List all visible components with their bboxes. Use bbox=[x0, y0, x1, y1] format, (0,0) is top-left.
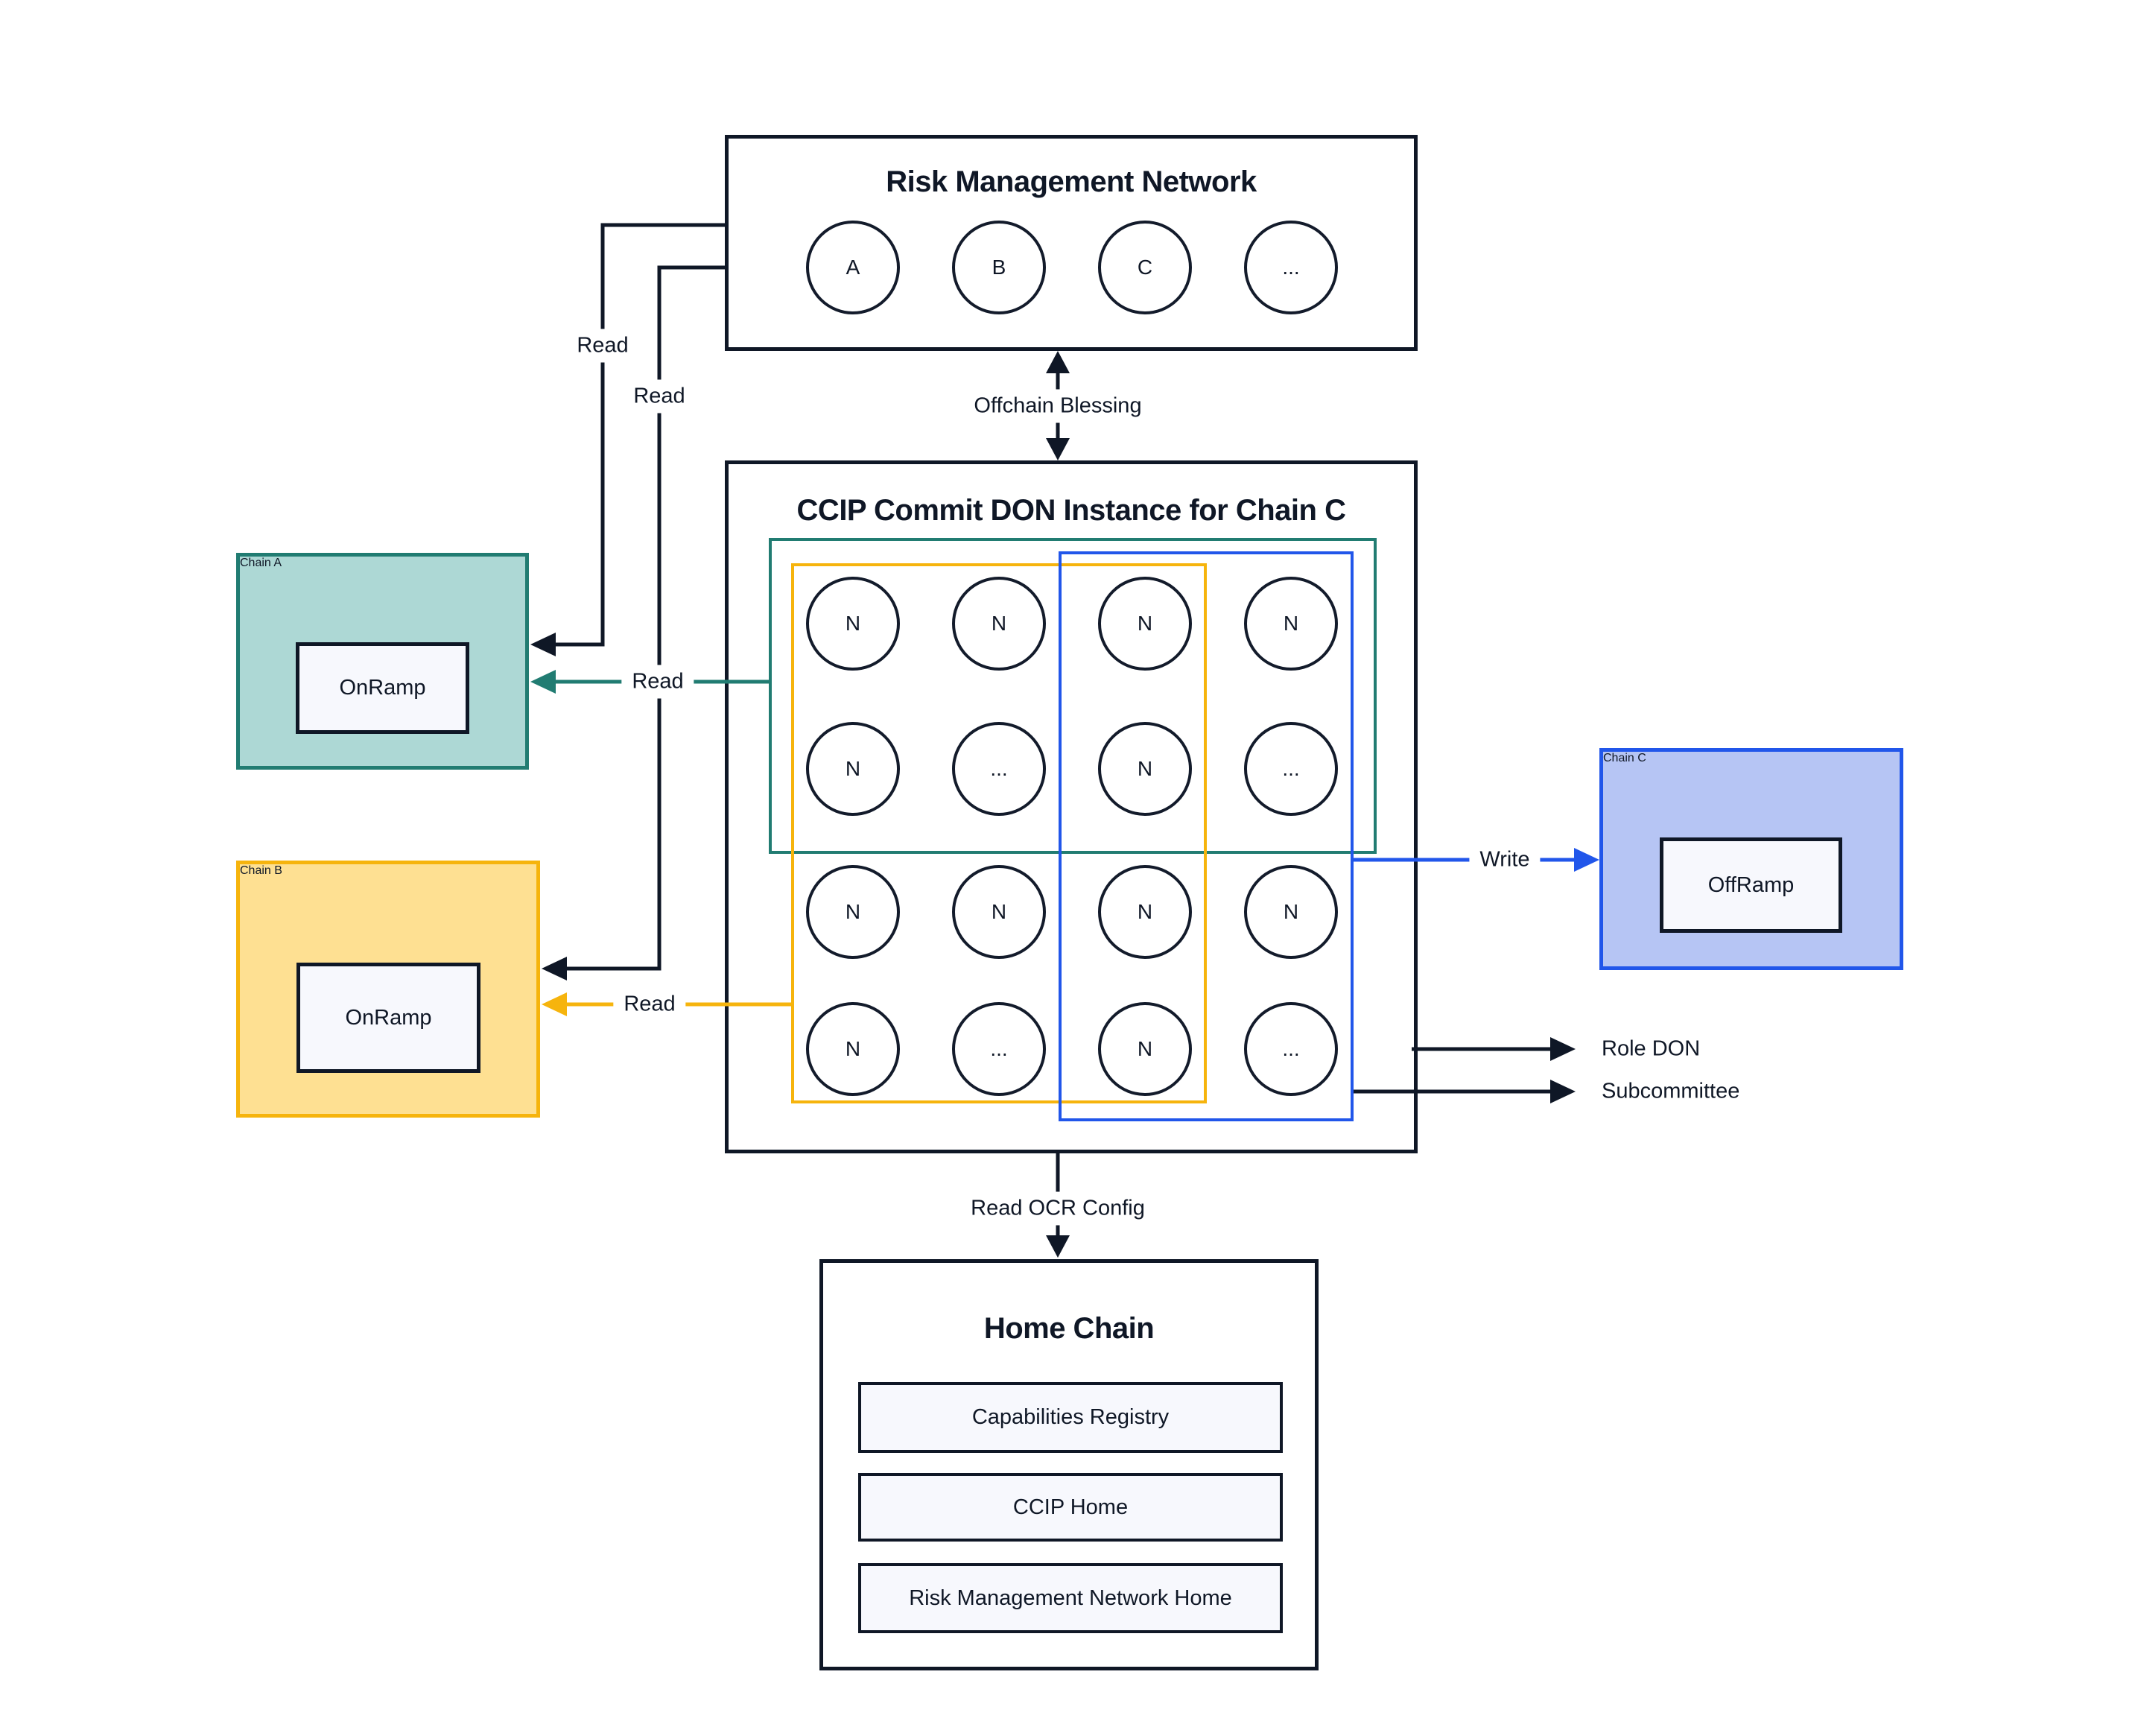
read-label-rmn-b: Read bbox=[623, 379, 696, 414]
read-label-rmn-a: Read bbox=[566, 329, 639, 363]
don-node: N bbox=[952, 865, 1046, 959]
committee-overlay-yellow bbox=[791, 563, 1207, 1103]
rmn-node-a: A bbox=[806, 221, 900, 314]
read-arrow-rmn-to-chain-b bbox=[542, 265, 725, 981]
don-node: N bbox=[1098, 865, 1192, 959]
committee-overlay-blue bbox=[1059, 551, 1354, 1121]
don-node: N bbox=[1244, 865, 1338, 959]
don-node-label: ... bbox=[1282, 1037, 1300, 1060]
ccip-commit-don-title: CCIP Commit DON Instance for Chain C bbox=[796, 494, 1346, 527]
don-node-label: N bbox=[845, 612, 861, 635]
subcommittee-arrow bbox=[1354, 1080, 1576, 1103]
rmn-node-more-label: ... bbox=[1282, 256, 1300, 279]
home-chain-title: Home Chain bbox=[983, 1312, 1155, 1345]
don-node: N bbox=[806, 865, 900, 959]
don-node: N bbox=[806, 1002, 900, 1096]
rmn-home-box: Risk Management Network Home bbox=[858, 1563, 1283, 1633]
committee-overlay-teal bbox=[769, 538, 1377, 854]
read-ocr-config-label: Read OCR Config bbox=[960, 1191, 1155, 1226]
don-node-label: N bbox=[991, 612, 1007, 635]
capabilities-registry-label: Capabilities Registry bbox=[971, 1405, 1170, 1429]
rmn-node-more: ... bbox=[1244, 221, 1338, 314]
don-node-label: N bbox=[1137, 612, 1153, 635]
rmn-node-b: B bbox=[952, 221, 1046, 314]
role-don-arrow bbox=[1412, 1037, 1576, 1061]
don-node-label: N bbox=[991, 900, 1007, 923]
don-node-label: N bbox=[1283, 900, 1299, 923]
rmn-node-c-label: C bbox=[1137, 256, 1153, 279]
don-node: N bbox=[806, 577, 900, 671]
ccip-home-box: CCIP Home bbox=[858, 1473, 1283, 1542]
rmn-node-c: C bbox=[1098, 221, 1192, 314]
don-node-label: N bbox=[1137, 1037, 1153, 1060]
chain-a-onramp-box: OnRamp bbox=[296, 642, 469, 734]
don-node: N bbox=[1098, 577, 1192, 671]
role-don-label: Role DON bbox=[1602, 1036, 1701, 1061]
don-node: ... bbox=[1244, 1002, 1338, 1096]
don-node: N bbox=[1098, 1002, 1192, 1096]
don-node: N bbox=[1098, 722, 1192, 816]
chain-a-title: Chain A bbox=[240, 557, 282, 569]
don-node: N bbox=[952, 577, 1046, 671]
don-node-label: ... bbox=[990, 1037, 1008, 1060]
chain-b-title: Chain B bbox=[240, 864, 282, 877]
don-node-label: N bbox=[1137, 900, 1153, 923]
risk-management-network-title: Risk Management Network bbox=[886, 165, 1257, 198]
don-node-label: N bbox=[1283, 612, 1299, 635]
don-node: ... bbox=[952, 722, 1046, 816]
rmn-node-a-label: A bbox=[846, 256, 860, 279]
ccip-home-label: CCIP Home bbox=[1012, 1495, 1129, 1519]
offchain-blessing-label: Offchain Blessing bbox=[963, 389, 1152, 423]
chain-c-title: Chain C bbox=[1603, 752, 1646, 764]
don-node-label: N bbox=[1137, 757, 1153, 780]
don-node-label: ... bbox=[1282, 757, 1300, 780]
read-label-don-a: Read bbox=[621, 665, 694, 699]
chain-b-onramp-box: OnRamp bbox=[296, 963, 480, 1073]
write-label: Write bbox=[1469, 843, 1541, 877]
chain-b-onramp-label: OnRamp bbox=[345, 1005, 432, 1030]
chain-a-onramp-label: OnRamp bbox=[339, 676, 426, 700]
don-node-label: ... bbox=[990, 757, 1008, 780]
don-node: ... bbox=[952, 1002, 1046, 1096]
don-node-label: N bbox=[845, 900, 861, 923]
don-node: ... bbox=[1244, 722, 1338, 816]
capabilities-registry-box: Capabilities Registry bbox=[858, 1382, 1283, 1453]
rmn-node-b-label: B bbox=[992, 256, 1006, 279]
chain-c-offramp-label: OffRamp bbox=[1707, 872, 1795, 897]
don-node-label: N bbox=[845, 757, 861, 780]
chain-c-offramp-box: OffRamp bbox=[1660, 837, 1842, 933]
don-node-label: N bbox=[845, 1037, 861, 1060]
read-label-don-b: Read bbox=[613, 987, 686, 1021]
don-node: N bbox=[1244, 577, 1338, 671]
don-node: N bbox=[806, 722, 900, 816]
rmn-home-label: Risk Management Network Home bbox=[909, 1585, 1232, 1610]
subcommittee-label: Subcommittee bbox=[1602, 1079, 1740, 1103]
read-arrow-rmn-to-chain-a bbox=[530, 223, 725, 656]
